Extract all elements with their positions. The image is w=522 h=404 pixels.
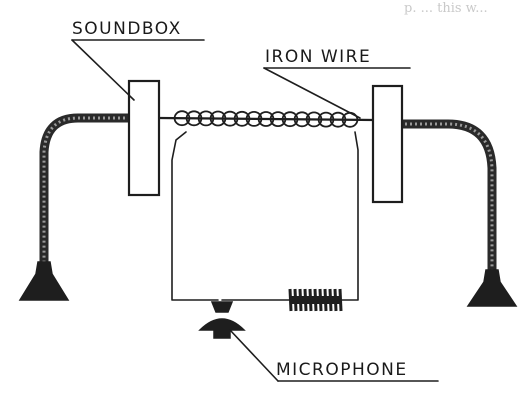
coil-loop: [305, 111, 323, 128]
microphone-icon: [198, 301, 246, 339]
left-tube: [39, 113, 130, 262]
coil-loop: [245, 111, 263, 127]
iron-wire: [158, 116, 376, 122]
coil-loop: [209, 110, 227, 127]
battery-plate: [293, 288, 298, 312]
coil-loop: [269, 111, 287, 127]
left-horn: [18, 261, 70, 301]
battery-plate: [323, 288, 328, 312]
wire-coil: [173, 110, 359, 128]
battery-plate: [333, 288, 338, 312]
coil-loop: [185, 110, 203, 127]
coil-loop: [257, 111, 275, 127]
battery-plate: [298, 288, 303, 312]
right-horn: [466, 269, 518, 307]
battery-plate: [328, 288, 333, 312]
coil-loop: [221, 110, 239, 127]
battery-coil: [288, 288, 343, 312]
battery-plate: [338, 288, 343, 312]
battery-plate: [308, 288, 313, 312]
right-soundbox: [371, 84, 404, 204]
battery-plate: [288, 288, 293, 312]
coil-loop: [281, 111, 299, 128]
microphone-label: MICROPHONE: [276, 360, 408, 380]
faded-scan-text: p. ... this w...: [404, 1, 488, 16]
coil-loop: [329, 111, 347, 128]
iron-wire-label: IRON WIRE: [265, 47, 371, 67]
right-tube: [400, 119, 497, 270]
battery-plate: [303, 288, 308, 312]
leader-lines: [71, 39, 439, 382]
left-soundbox: [127, 79, 161, 197]
circuit-wires: [171, 131, 359, 301]
coil-loop: [173, 110, 191, 127]
coil-loop: [197, 110, 215, 127]
soundbox-label: SOUNDBOX: [72, 19, 182, 39]
battery-plate: [318, 288, 323, 312]
coil-loop: [233, 110, 251, 127]
battery-plate: [313, 288, 318, 312]
coil-loop: [293, 111, 311, 128]
coil-loop: [317, 111, 335, 128]
